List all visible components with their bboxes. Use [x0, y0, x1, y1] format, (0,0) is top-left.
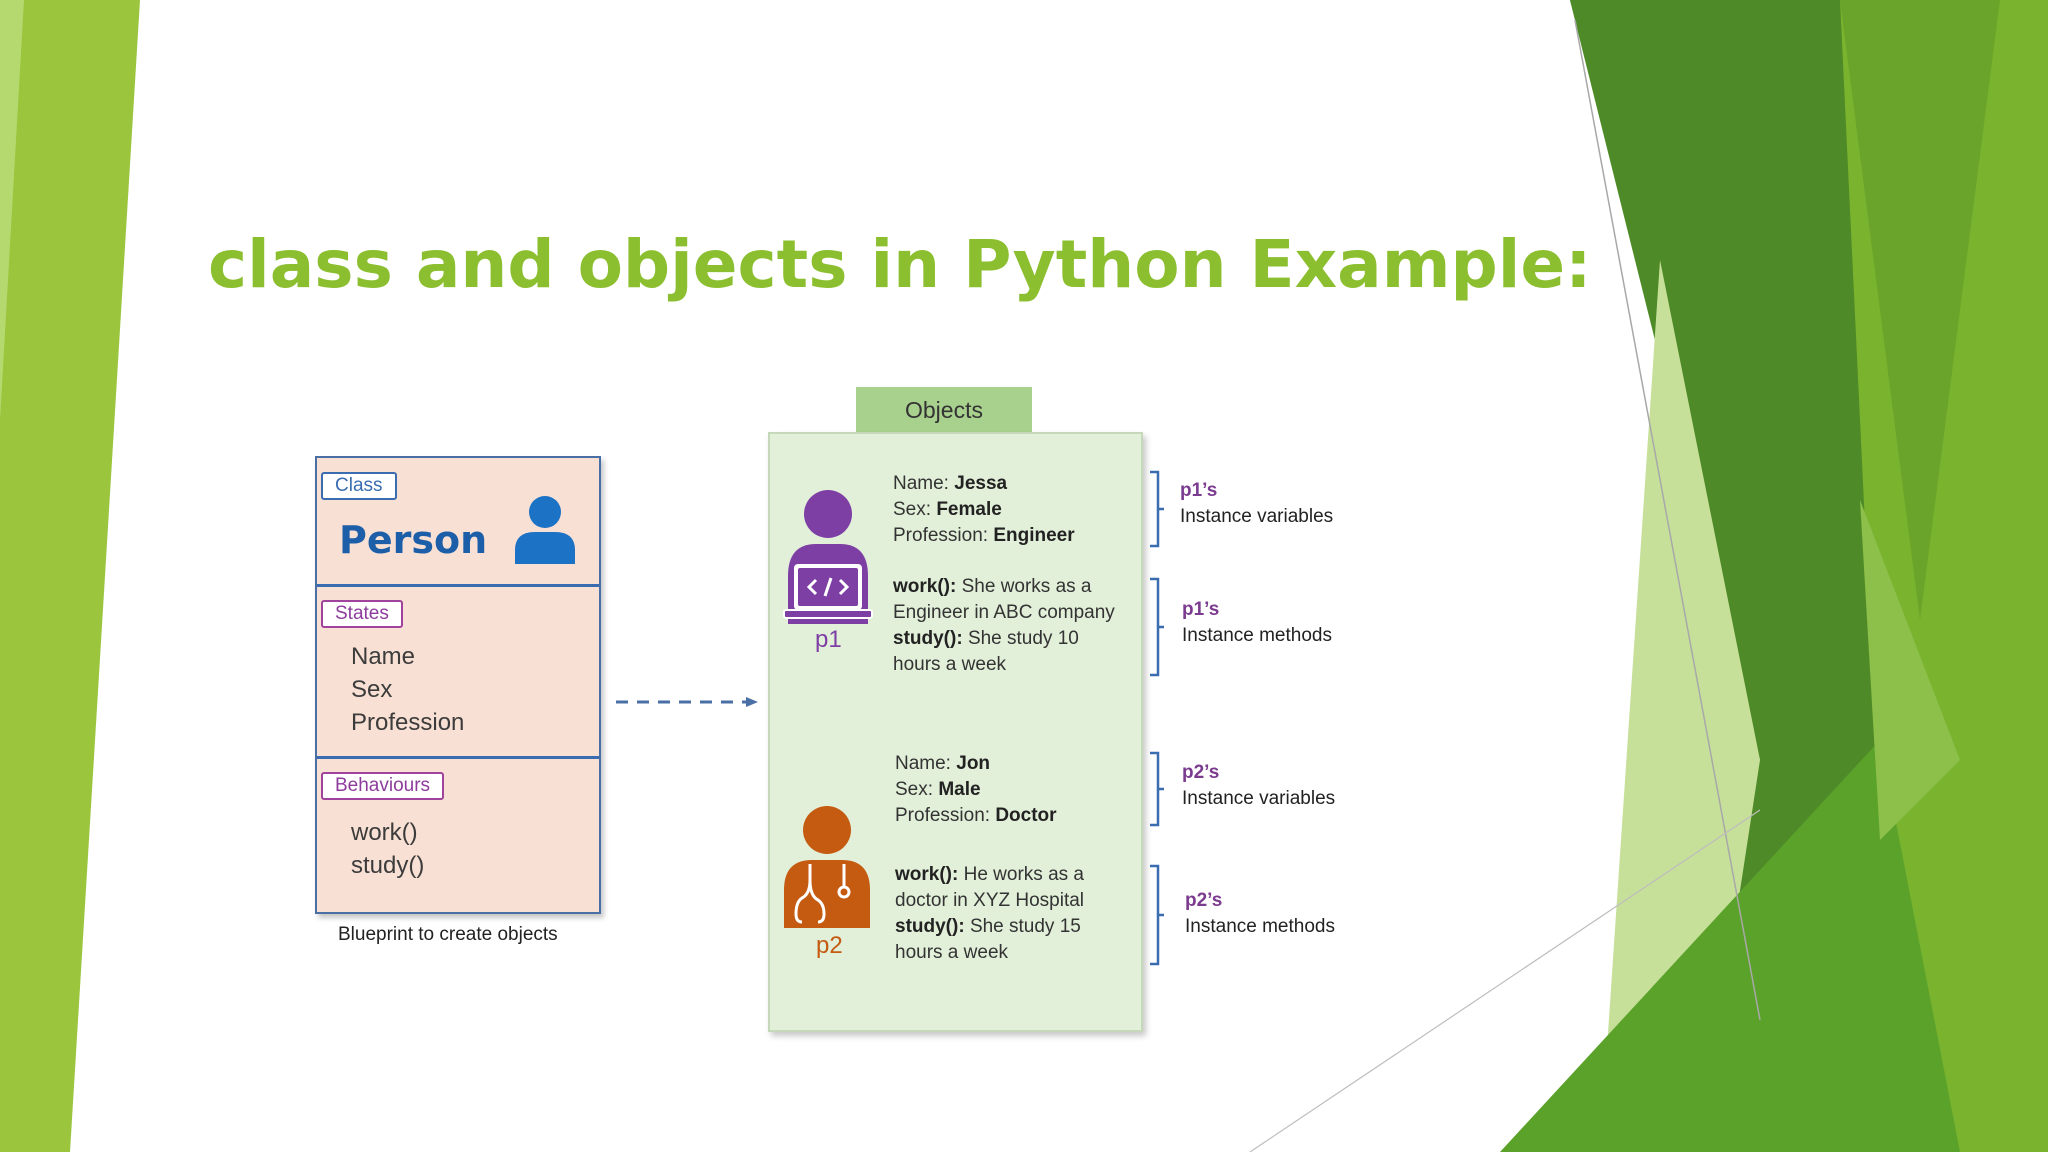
object-label-p1: p1 — [815, 626, 842, 653]
p1-sex-key: Sex: — [893, 499, 932, 520]
p2-study-text-2: hours a week — [895, 942, 1009, 963]
note-p2-variables-text: Instance variables — [1182, 788, 1336, 809]
class-header-section: Class Person — [317, 458, 599, 587]
states-tag: States — [321, 600, 403, 628]
class-caption: Blueprint to create objects — [338, 924, 558, 945]
p2-study-text-1: She study 15 — [969, 916, 1081, 937]
note-p2-methods-owner: p2’s — [1185, 890, 1223, 911]
p2-variables: Name: Jon Sex: Male Profession: Doctor — [895, 751, 1057, 829]
brace-p2-methods — [1150, 864, 1164, 966]
behaviours-tag: Behaviours — [321, 772, 445, 800]
note-p2-methods: p2’s Instance methods — [1185, 888, 1335, 940]
p1-profession-value: Engineer — [993, 525, 1075, 546]
p1-variables: Name: Jessa Sex: Female Profession: Engi… — [893, 471, 1075, 549]
p2-methods: work(): He works as a doctor in XYZ Hosp… — [895, 862, 1084, 966]
p2-work-key: work(): — [895, 864, 959, 885]
note-p1-methods-text: Instance methods — [1182, 625, 1332, 646]
class-card: Class Person States Name Sex Profession … — [315, 456, 601, 914]
brace-p1-variables — [1150, 470, 1164, 548]
behaviour-item: study() — [351, 852, 425, 879]
class-name: Person — [339, 518, 488, 562]
person-icon — [515, 496, 575, 564]
developer-icon — [783, 490, 873, 624]
note-p1-variables-owner: p1’s — [1180, 480, 1218, 501]
p1-profession-key: Profession: — [893, 525, 989, 546]
object-label-p2: p2 — [816, 932, 843, 959]
behaviour-item: work() — [351, 819, 418, 846]
slide-title: class and objects in Python Example: — [208, 226, 1592, 303]
p2-work-text-2: doctor in XYZ Hospital — [895, 890, 1085, 911]
behaviours-list: work() study() — [351, 816, 424, 882]
brace-p2-variables — [1150, 751, 1164, 827]
p2-profession-key: Profession: — [895, 805, 991, 826]
p2-study-key: study(): — [895, 916, 965, 937]
dashed-arrow — [616, 697, 758, 707]
note-p1-methods: p1’s Instance methods — [1182, 597, 1332, 649]
doctor-icon — [784, 806, 870, 928]
p1-sex-value: Female — [936, 499, 1002, 520]
p1-name-value: Jessa — [954, 473, 1008, 494]
p2-sex-key: Sex: — [895, 779, 934, 800]
states-list: Name Sex Profession — [351, 640, 464, 739]
p2-name-value: Jon — [956, 753, 991, 774]
objects-tab: Objects — [856, 387, 1032, 433]
behaviours-section: Behaviours work() study() — [317, 758, 599, 908]
note-p1-variables-text: Instance variables — [1180, 506, 1334, 527]
p2-sex-value: Male — [938, 779, 981, 800]
state-item: Profession — [351, 709, 465, 736]
note-p1-methods-owner: p1’s — [1182, 599, 1220, 620]
p1-work-text-1: She works as a — [961, 576, 1092, 597]
p1-work-key: work(): — [893, 576, 957, 597]
state-item: Sex — [351, 676, 393, 703]
states-section: States Name Sex Profession — [317, 586, 599, 759]
p1-study-text-2: hours a week — [893, 654, 1007, 675]
p1-study-key: study(): — [893, 628, 963, 649]
p1-name-key: Name: — [893, 473, 949, 494]
p2-name-key: Name: — [895, 753, 951, 774]
state-item: Name — [351, 643, 416, 670]
p1-work-text-2: Engineer in ABC company — [893, 602, 1115, 623]
brace-p1-methods — [1150, 577, 1164, 677]
p2-work-text-1: He works as a — [963, 864, 1084, 885]
note-p2-variables: p2’s Instance variables — [1182, 760, 1335, 812]
note-p2-methods-text: Instance methods — [1185, 916, 1335, 937]
p1-study-text-1: She study 10 — [967, 628, 1079, 649]
p2-profession-value: Doctor — [995, 805, 1057, 826]
class-tag: Class — [321, 472, 397, 500]
note-p2-variables-owner: p2’s — [1182, 762, 1220, 783]
note-p1-variables: p1’s Instance variables — [1180, 478, 1333, 530]
p1-methods: work(): She works as a Engineer in ABC c… — [893, 574, 1115, 678]
